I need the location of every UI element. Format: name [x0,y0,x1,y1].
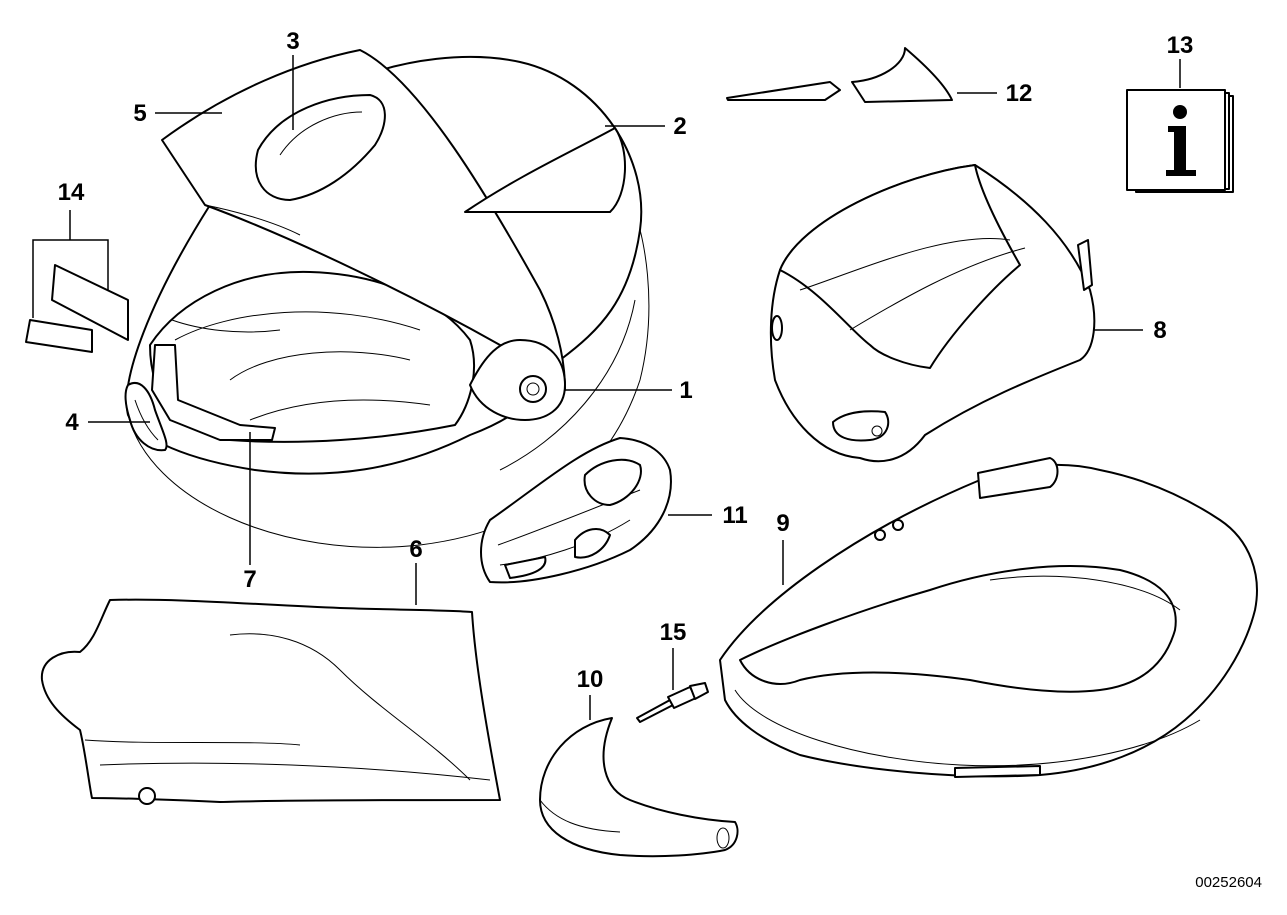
callout-12: 12 [1006,80,1033,107]
callout-9: 9 [776,510,789,537]
callout-2: 2 [673,113,686,140]
helmet-bag-part-6 [40,598,501,805]
document-number: 00252604 [1195,874,1262,891]
inner-trim-part-7 [151,344,276,441]
valve-part-15 [636,682,709,723]
callout-3: 3 [286,28,299,55]
callout-10: 10 [577,666,604,693]
helmet-top-vent-part-2 [464,127,626,213]
info-icon-dot [1173,105,1187,119]
helmet-visor-part-5 [161,49,566,391]
cheek-pad-part-11 [480,437,672,584]
chin-curtain-part-10 [539,717,739,858]
info-book-part-13 [1126,89,1234,193]
callout-8: 8 [1153,317,1166,344]
callout-1: 1 [679,377,692,404]
inner-liner-part-8 [769,164,1096,463]
reflector-stickers-part-14 [25,210,129,353]
callout-15: 15 [660,619,687,646]
helmet-visor-opening [149,270,476,443]
callout-4: 4 [65,409,79,436]
callout-13: 13 [1167,32,1194,59]
helmet-air-vent-part-3 [254,94,386,201]
leader-lines [88,55,1181,720]
info-icon [1166,126,1196,176]
callout-14: 14 [58,179,85,206]
callout-7: 7 [243,566,256,593]
visor-inserts-part-12 [726,47,953,103]
callout-5: 5 [133,100,146,127]
callout-labels: 1 2 3 4 5 6 7 8 9 10 11 12 13 14 15 [58,28,1194,693]
visor-pivot-part-1 [469,339,566,421]
neck-roll-part-9 [719,457,1258,778]
callout-6: 6 [409,536,422,563]
callout-11: 11 [722,502,747,529]
